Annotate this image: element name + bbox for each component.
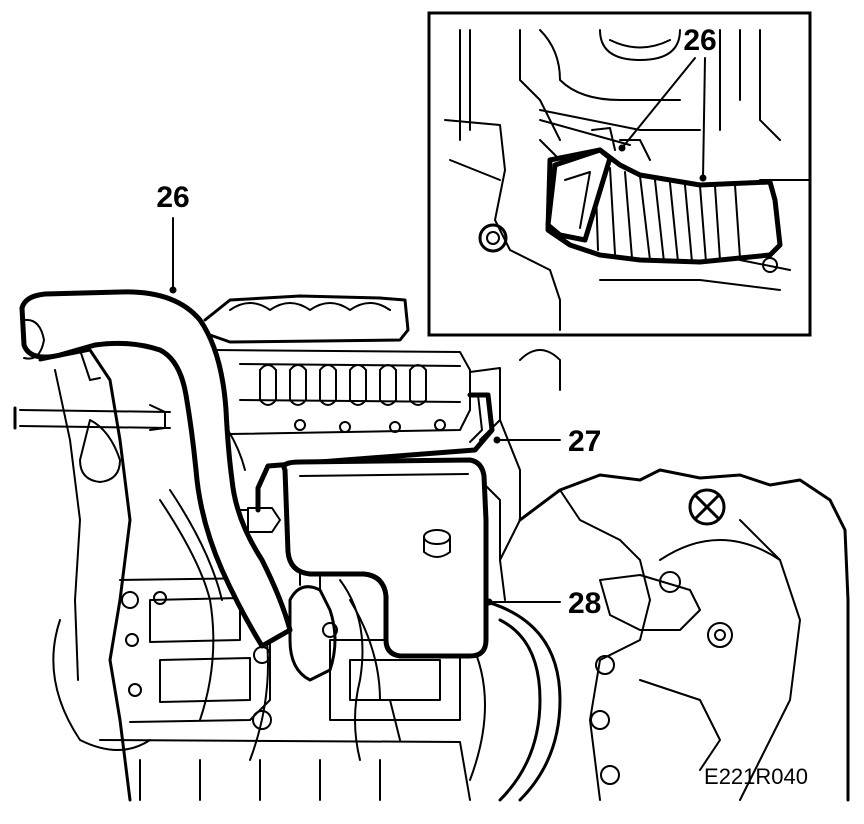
callout-26-inset: 26 [683, 24, 716, 57]
callout-leaders [169, 217, 561, 606]
engine-block [13, 294, 850, 802]
cover-28 [281, 457, 489, 659]
callout-27: 27 [568, 425, 601, 458]
inset-leaders [618, 57, 707, 182]
hose-26 [19, 289, 293, 649]
intake-runners [259, 364, 427, 406]
inset-detail: 26 [427, 11, 812, 337]
figure-code: E221R040 [704, 764, 808, 789]
inset-background-parts [444, 29, 811, 331]
inset-hose [545, 127, 783, 265]
callout-28: 28 [568, 587, 601, 620]
callout-26-main: 26 [156, 181, 189, 214]
